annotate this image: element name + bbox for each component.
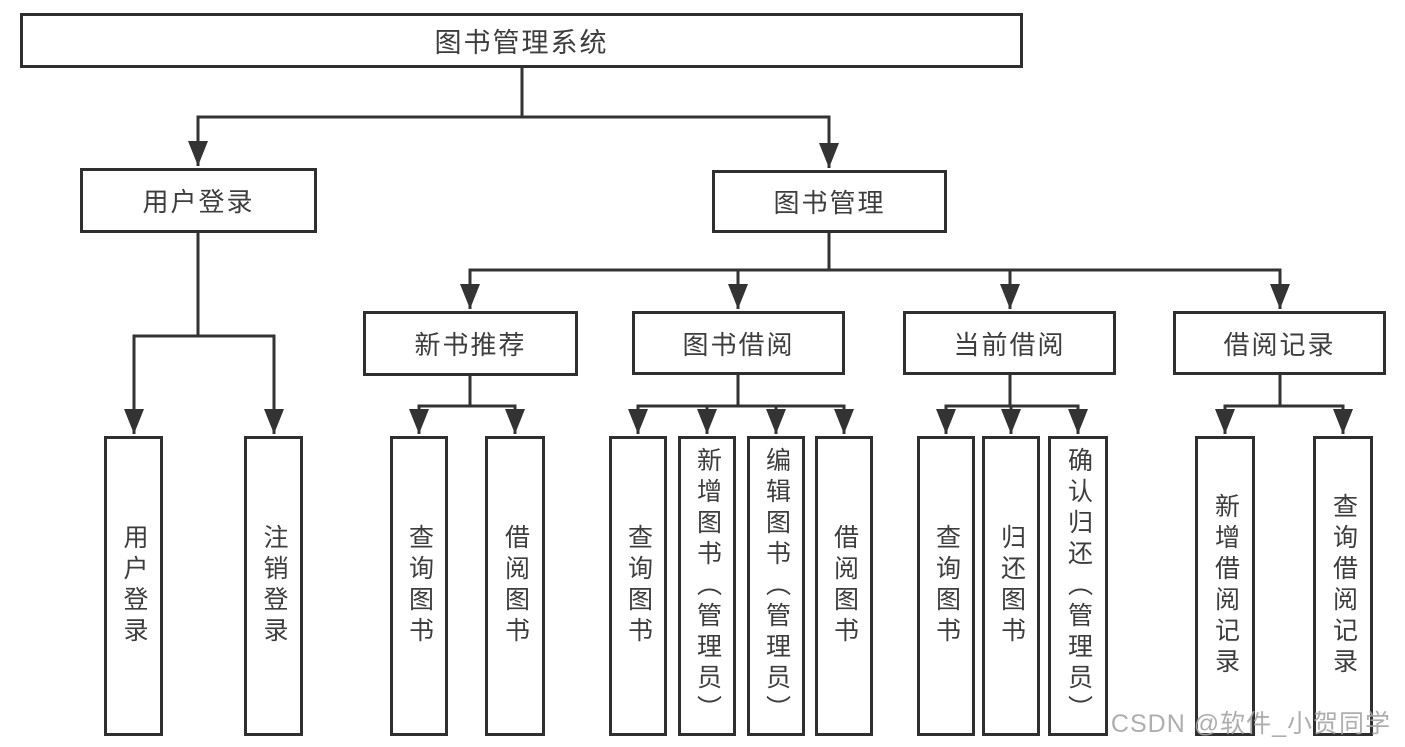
leaf-label: 归还图书 bbox=[997, 524, 1026, 648]
node-book-management: 图书管理 bbox=[712, 170, 947, 233]
leaf-current-return-books: 归还图书 bbox=[982, 436, 1040, 736]
leaf-borrow-query-books: 查询图书 bbox=[609, 436, 667, 736]
leaf-label: 查询借阅记录 bbox=[1329, 493, 1358, 679]
leaf-label: 新增借阅记录 bbox=[1211, 493, 1240, 679]
node-book-borrow: 图书借阅 bbox=[632, 311, 845, 375]
leaf-label: 新增图书（管理员） bbox=[693, 446, 722, 726]
node-label: 图书管理系统 bbox=[434, 28, 609, 58]
node-user-login-branch: 用户登录 bbox=[80, 168, 317, 233]
node-label: 新书推荐 bbox=[414, 330, 527, 360]
leaf-borrow-add-books-admin: 新增图书（管理员） bbox=[678, 436, 736, 736]
leaf-current-confirm-return-admin: 确认归还（管理员） bbox=[1048, 436, 1108, 736]
leaf-label: 借阅图书 bbox=[830, 524, 859, 648]
node-current-borrow: 当前借阅 bbox=[903, 311, 1116, 375]
leaf-label: 查询图书 bbox=[405, 524, 434, 648]
node-label: 借阅记录 bbox=[1223, 329, 1336, 360]
leaf-label: 借阅图书 bbox=[501, 524, 530, 648]
leaf-borrow-edit-books-admin: 编辑图书（管理员） bbox=[747, 436, 805, 736]
node-label: 用户登录 bbox=[142, 187, 255, 217]
leaf-logout: 注销登录 bbox=[244, 436, 303, 736]
leaf-label: 查询图书 bbox=[932, 524, 961, 648]
leaf-borrow-borrow-books: 借阅图书 bbox=[815, 436, 873, 736]
node-new-book-recommend: 新书推荐 bbox=[363, 311, 578, 376]
csdn-watermark: CSDN @软件_小贺同学 bbox=[1110, 710, 1391, 738]
node-library-management-system: 图书管理系统 bbox=[20, 13, 1023, 68]
leaf-user-login: 用户登录 bbox=[104, 436, 163, 736]
leaf-label: 注销登录 bbox=[260, 524, 288, 648]
node-label: 图书借阅 bbox=[682, 329, 795, 360]
leaf-recommend-borrow-books: 借阅图书 bbox=[485, 436, 545, 736]
node-label: 当前借阅 bbox=[953, 329, 1066, 360]
leaf-label: 确认归还（管理员） bbox=[1064, 446, 1093, 726]
leaf-recommend-query-books: 查询图书 bbox=[390, 436, 448, 736]
leaf-records-query-borrow-record: 查询借阅记录 bbox=[1313, 436, 1373, 736]
node-borrow-records: 借阅记录 bbox=[1173, 311, 1386, 375]
leaf-current-query-books: 查询图书 bbox=[917, 436, 975, 736]
leaf-label: 查询图书 bbox=[624, 524, 653, 648]
leaf-records-add-borrow-record: 新增借阅记录 bbox=[1195, 436, 1255, 736]
leaf-label: 编辑图书（管理员） bbox=[762, 446, 791, 726]
node-label: 图书管理 bbox=[773, 188, 886, 218]
leaf-label: 用户登录 bbox=[120, 524, 148, 648]
